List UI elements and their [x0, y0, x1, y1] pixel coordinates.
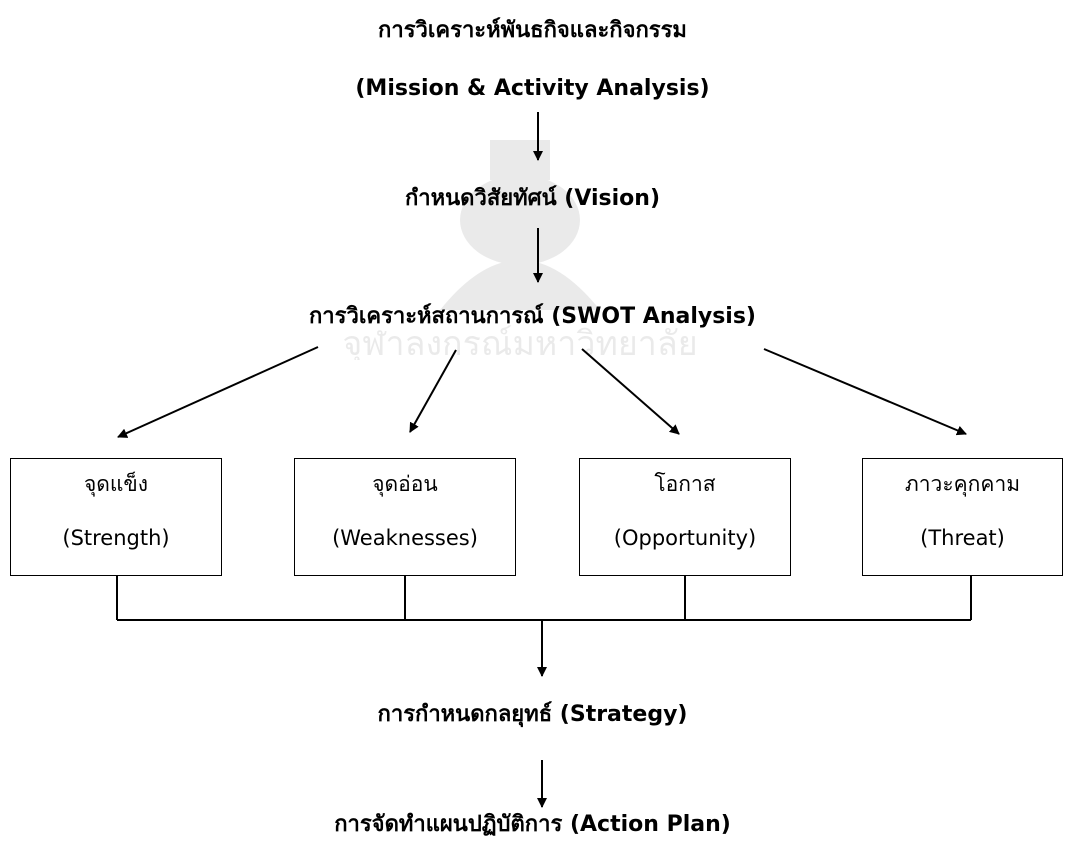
- university-seal-icon: จุฬาลงกรณ์มหาวิทยาลัย: [342, 140, 698, 364]
- watermark-text: จุฬาลงกรณ์มหาวิทยาลัย: [342, 324, 697, 360]
- strategy-node: การกำหนดกลยุทธ์ (Strategy): [377, 702, 688, 727]
- arrow-swot-to-strength: [117, 346, 319, 438]
- threat-label-english: (Threat): [920, 526, 1005, 550]
- strength-label-thai: จุดแข็ง: [83, 472, 149, 496]
- strength-box: จุดแข็ง (Strength): [10, 458, 222, 576]
- arrow-swot-to-opportunity: [581, 348, 680, 435]
- opportunity-box: โอกาส (Opportunity): [579, 458, 791, 576]
- opportunity-label-english: (Opportunity): [613, 526, 757, 550]
- threat-box: ภาวะคุกคาม (Threat): [862, 458, 1063, 576]
- strength-label-english: (Strength): [62, 526, 170, 550]
- swot-node: การวิเคราะห์สถานการณ์ (SWOT Analysis): [308, 304, 756, 329]
- opportunity-label-thai: โอกาส: [654, 472, 716, 496]
- weakness-label-english: (Weaknesses): [332, 526, 478, 550]
- mission-title-thai: การวิเคราะห์พันธกิจและกิจกรรม: [378, 18, 687, 43]
- weakness-box: จุดอ่อน (Weaknesses): [294, 458, 516, 576]
- vision-node: กำหนดวิสัยทัศน์ (Vision): [404, 186, 661, 211]
- arrow-swot-to-weakness: [409, 349, 457, 433]
- mission-title-english: (Mission & Activity Analysis): [355, 76, 710, 101]
- action-plan-node: การจัดทำแผนปฏิบัติการ (Action Plan): [334, 812, 731, 837]
- university-watermark: จุฬาลงกรณ์มหาวิทยาลัย: [320, 100, 720, 364]
- arrow-swot-to-threat: [763, 348, 967, 436]
- threat-label-thai: ภาวะคุกคาม: [904, 472, 1021, 496]
- weakness-label-thai: จุดอ่อน: [372, 472, 438, 496]
